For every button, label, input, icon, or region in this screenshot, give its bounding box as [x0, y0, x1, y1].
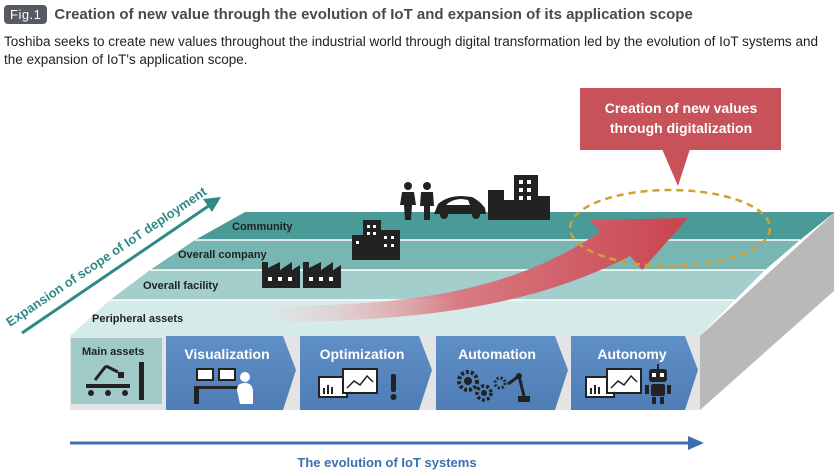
car-icon	[434, 196, 486, 219]
stage-optimization: Optimization	[300, 336, 432, 410]
scope-axis-arrowhead	[203, 197, 221, 212]
slab-side-face	[700, 212, 834, 410]
gears-icon	[457, 370, 507, 402]
factory-icon	[262, 262, 300, 288]
intro-text: Toshiba seeks to create new values throu…	[4, 34, 818, 67]
stage-label-optimization: Optimization	[320, 346, 405, 362]
value-creation-arrow	[270, 218, 688, 322]
evolution-axis-arrowhead	[688, 436, 704, 450]
callout-line-1: Creation of new values	[605, 100, 758, 116]
figure-title: Creation of new value through the evolut…	[54, 5, 693, 23]
exclamation-icon	[390, 374, 397, 400]
chart-monitor-icon	[585, 368, 642, 398]
evolution-axis-label: The evolution of IoT systems	[297, 455, 476, 470]
stage-label-automation: Automation	[458, 346, 536, 362]
layer-label-overall-company: Overall company	[178, 249, 268, 261]
stage-label-visualization: Visualization	[184, 346, 269, 362]
factory-icon	[303, 262, 341, 288]
robot-arm-icon	[507, 373, 530, 402]
layer-label-overall-facility: Overall facility	[143, 280, 219, 292]
robot-icon	[645, 364, 671, 404]
value-highlight-ellipse	[568, 188, 772, 268]
layer-label-peripheral-assets: Peripheral assets	[92, 313, 183, 325]
worker-at-computer-icon	[194, 368, 253, 404]
layer-band-peripheral-assets	[70, 300, 735, 336]
callout-box: Creation of new values through digitaliz…	[580, 88, 781, 186]
city-buildings-icon	[352, 220, 400, 260]
stage-visualization: Visualization	[166, 336, 296, 410]
main-assets-box: Main assets	[71, 338, 162, 404]
people-icon	[400, 182, 434, 220]
evolution-axis: The evolution of IoT systems	[70, 436, 704, 470]
stage-automation: Automation	[436, 336, 568, 410]
stage-label-autonomy: Autonomy	[597, 346, 666, 362]
stage-autonomy: Autonomy	[571, 336, 698, 410]
callout-line-2: through digitalization	[610, 120, 752, 136]
scope-axis-line	[21, 203, 211, 335]
office-building-icon	[488, 175, 550, 220]
figure-badge: Fig.1	[4, 4, 48, 24]
robot-arm-icon	[86, 362, 144, 400]
main-assets-label: Main assets	[82, 346, 144, 358]
figure-header: Fig.1 Creation of new value through the …	[4, 3, 693, 25]
chart-monitor-icon	[318, 368, 378, 398]
layer-label-community: Community	[232, 221, 293, 233]
